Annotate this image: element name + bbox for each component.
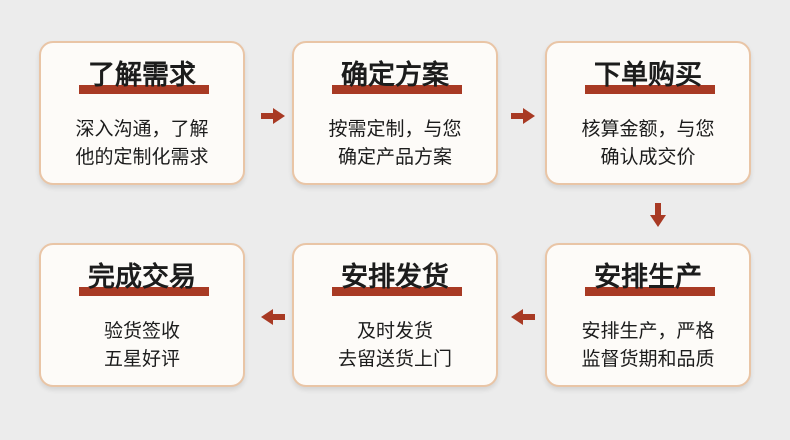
title-underline <box>585 287 715 296</box>
step-card-arrange-production: 安排生产 安排生产，严格 监督货期和品质 <box>545 243 751 387</box>
step-title: 确定方案 <box>341 60 449 91</box>
title-underline <box>79 85 209 94</box>
step-card-place-order: 下单购买 核算金额，与您 确认成交价 <box>545 41 751 185</box>
arrow-left-icon <box>261 309 285 325</box>
step-description-line: 核算金额，与您 <box>581 118 715 140</box>
title-underline <box>79 287 209 296</box>
step-description-line: 确定产品方案 <box>337 146 452 168</box>
step-card-understand-needs: 了解需求 深入沟通，了解 他的定制化需求 <box>39 41 245 185</box>
step-description: 深入沟通，了解 他的定制化需求 <box>49 115 235 171</box>
step-description-line: 按需定制，与您 <box>328 118 462 140</box>
title-underline <box>585 85 715 94</box>
arrow-down-icon <box>650 203 666 227</box>
step-description-line: 去留送货上门 <box>337 348 452 370</box>
step-description: 安排生产，严格 监督货期和品质 <box>555 317 741 373</box>
arrow-left-icon <box>511 309 535 325</box>
step-description: 验货签收 五星好评 <box>49 317 235 373</box>
step-description-line: 安排生产，严格 <box>581 320 715 342</box>
step-description-line: 及时发货 <box>356 320 433 342</box>
arrow-right-icon <box>261 108 285 124</box>
step-title: 安排生产 <box>594 262 702 293</box>
title-underline <box>332 85 462 94</box>
arrow-right-icon <box>511 108 535 124</box>
step-description: 按需定制，与您 确定产品方案 <box>302 115 488 171</box>
step-description-line: 他的定制化需求 <box>75 146 209 168</box>
step-title: 安排发货 <box>341 262 449 293</box>
step-description-line: 五星好评 <box>103 348 180 370</box>
step-description: 核算金额，与您 确认成交价 <box>555 115 741 171</box>
step-description-line: 验货签收 <box>103 320 180 342</box>
step-description-line: 深入沟通，了解 <box>75 118 209 140</box>
step-card-confirm-plan: 确定方案 按需定制，与您 确定产品方案 <box>292 41 498 185</box>
step-card-arrange-shipping: 安排发货 及时发货 去留送货上门 <box>292 243 498 387</box>
step-title: 下单购买 <box>594 60 702 91</box>
title-underline <box>332 287 462 296</box>
step-card-complete-deal: 完成交易 验货签收 五星好评 <box>39 243 245 387</box>
step-description-line: 监督货期和品质 <box>581 348 715 370</box>
step-description-line: 确认成交价 <box>600 146 696 168</box>
step-title: 了解需求 <box>88 60 196 91</box>
step-description: 及时发货 去留送货上门 <box>302 317 488 373</box>
step-title: 完成交易 <box>88 262 196 293</box>
